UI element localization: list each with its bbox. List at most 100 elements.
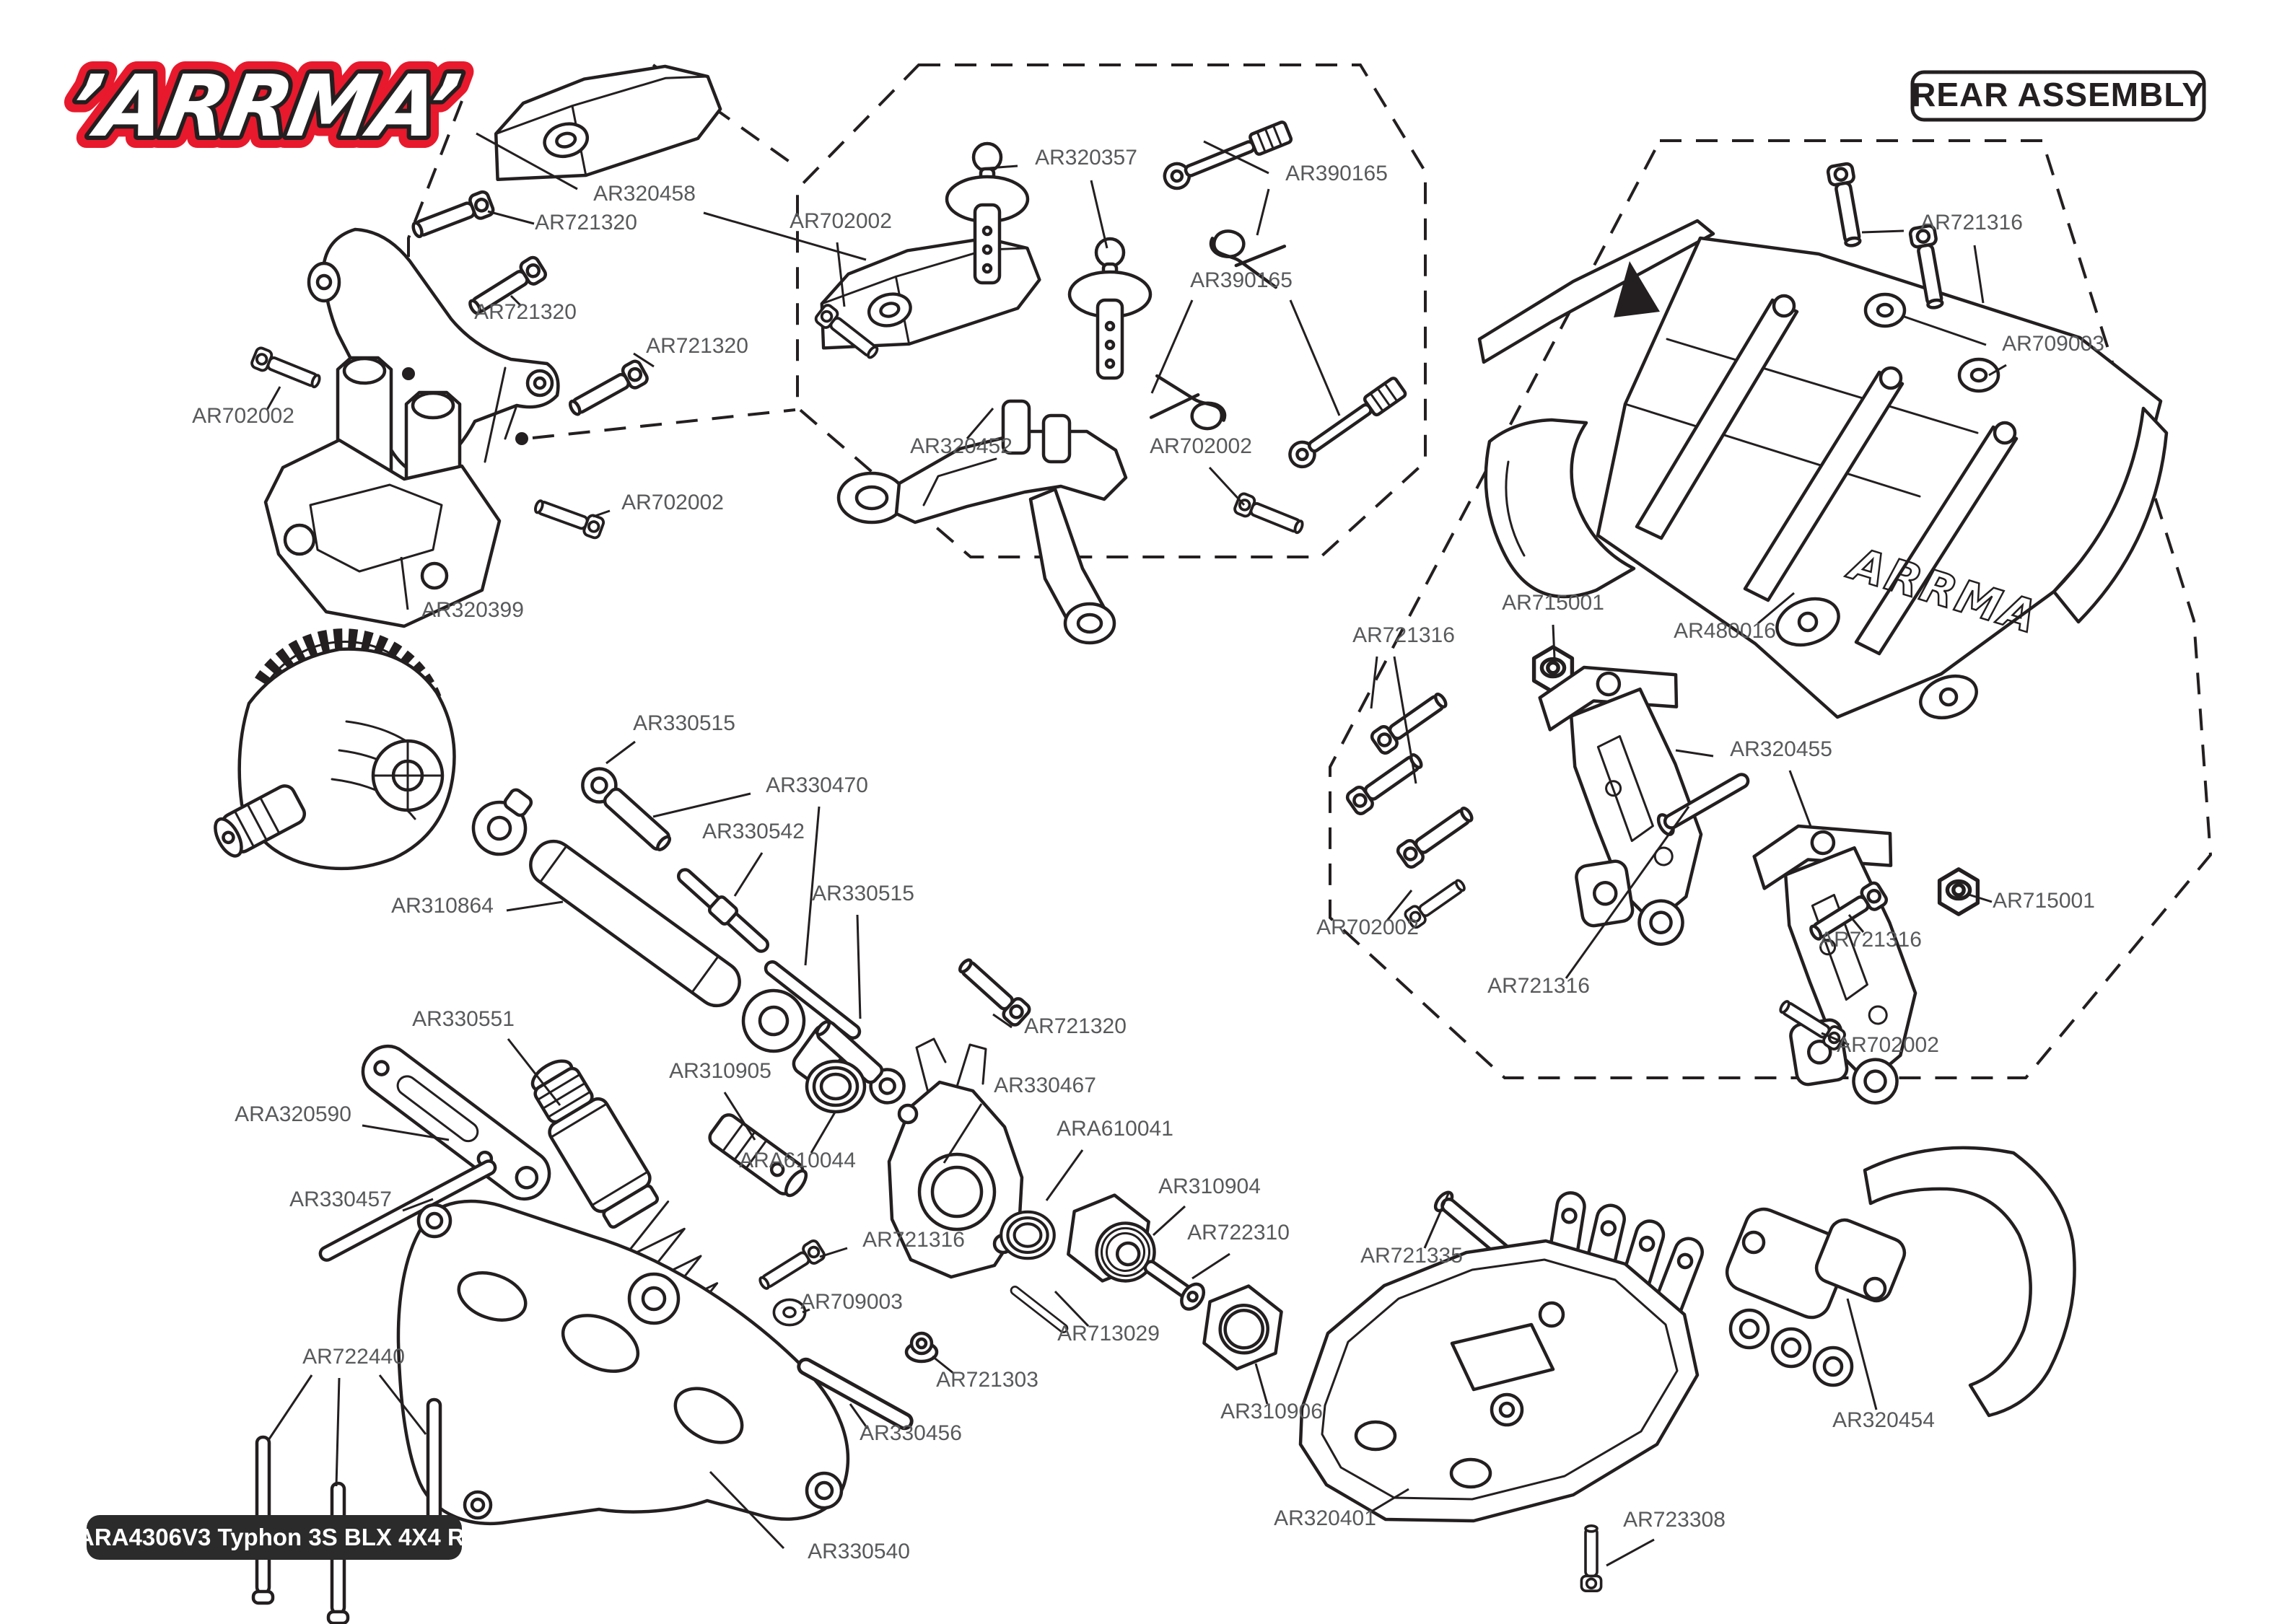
part-label: AR320357	[1035, 146, 1137, 170]
part-label: AR721316	[1920, 211, 2023, 234]
part-label: AR702002	[1316, 916, 1419, 939]
part-screw-AR721316	[1345, 749, 1426, 816]
leader-line	[1386, 890, 1413, 921]
part-differential	[214, 628, 456, 871]
leader-line	[506, 900, 564, 912]
part-link-AR390165-a	[1161, 120, 1293, 192]
part-label: AR722440	[302, 1345, 405, 1369]
leader-line	[802, 1308, 810, 1314]
leader-line	[362, 1124, 450, 1141]
part-label: AR715001	[1993, 889, 2095, 913]
part-label: AR310906	[1220, 1400, 1323, 1423]
leader-line	[979, 164, 1018, 170]
leader-line	[1675, 749, 1714, 758]
part-label: AR330542	[702, 820, 805, 843]
part-label: AR330515	[812, 882, 914, 905]
leader-line	[943, 1103, 983, 1164]
part-label: AR702002	[1837, 1033, 1939, 1057]
part-label: AR721316	[1487, 974, 1590, 998]
part-label: ARA610044	[739, 1149, 856, 1172]
part-label: AR330467	[994, 1074, 1096, 1097]
part-label: AR320455	[1730, 737, 1832, 761]
part-screw-AR702002	[249, 345, 324, 394]
part-wing-AR480016: ARRMA	[1477, 219, 2169, 720]
leader-line	[335, 1377, 341, 1487]
part-label: AR702002	[1150, 434, 1252, 458]
part-bearing-ARA610041	[1001, 1212, 1054, 1258]
leader-line	[402, 1198, 434, 1212]
part-label: AR330540	[808, 1540, 910, 1563]
leader-line	[1393, 656, 1417, 784]
part-nut-AR310906	[1201, 1281, 1284, 1374]
leader-line	[804, 806, 821, 966]
leader-line	[1090, 180, 1108, 249]
part-coupler-AR310905	[708, 1113, 808, 1198]
part-rod-end-AR330515	[576, 762, 678, 858]
part-body-mount-AR320458-a	[479, 49, 728, 196]
leader-line	[1606, 1538, 1655, 1567]
model-badge: C-ARA4306V3 Typhon 3S BLX 4X4 RTR	[52, 1515, 497, 1560]
leader-line	[507, 1038, 561, 1106]
part-label: AR721320	[535, 211, 637, 234]
part-label: AR702002	[790, 209, 892, 233]
leader-line	[1846, 1298, 1878, 1410]
part-screw-AR723308	[1580, 1524, 1603, 1592]
part-label: AR320399	[421, 598, 524, 622]
leader-line	[633, 352, 655, 368]
leader-line	[819, 1247, 848, 1258]
part-body-post-AR320357-b	[1070, 239, 1150, 378]
leader-line	[1821, 1032, 1850, 1046]
part-screw-AR721320	[566, 359, 649, 421]
part-bumper-AR320454	[1725, 1146, 2076, 1418]
leader-line	[1565, 806, 1690, 979]
brand-logo: ’ARRMA’ ’ARRMA’	[48, 45, 477, 169]
leader-line	[849, 1403, 869, 1429]
part-washer-AR709003	[1866, 294, 1905, 326]
leader-line	[1902, 315, 1987, 346]
leader-line	[1256, 188, 1270, 236]
part-label: AR330457	[289, 1188, 392, 1211]
leader-line	[605, 740, 636, 765]
part-label: AR702002	[192, 404, 294, 428]
part-link-AR390165-b	[1285, 376, 1407, 472]
leader-line	[932, 1355, 955, 1375]
part-label: AR721316	[1819, 928, 1922, 952]
leader-line	[1289, 299, 1341, 416]
leader-line	[1045, 1149, 1084, 1201]
leader-line	[810, 1110, 837, 1154]
part-pin-AR330542	[673, 864, 773, 957]
leader-line	[1191, 1252, 1230, 1280]
part-screw-AR722310	[1139, 1253, 1208, 1313]
leader-line	[1861, 229, 1905, 234]
wing-arrow-icon	[1614, 261, 1660, 317]
part-label: AR320458	[593, 182, 696, 206]
part-label: AR709003	[2002, 332, 2104, 356]
part-hinge-pin-AR330457	[318, 1159, 497, 1262]
leader-line	[1208, 466, 1246, 506]
part-body-clip-AR390165-b	[1150, 376, 1228, 431]
part-screw-AR721320	[410, 190, 495, 242]
leader-line	[992, 1013, 1013, 1029]
leader-line	[1152, 1205, 1186, 1237]
part-label: AR390165	[1190, 268, 1293, 292]
leader-line	[836, 242, 846, 307]
leader-line	[267, 1374, 313, 1441]
leader-line	[266, 386, 281, 411]
brand-logo-text: ’ARRMA’	[61, 58, 465, 157]
part-screw-AR702002	[1232, 491, 1307, 540]
part-label: AR702002	[621, 491, 724, 514]
leader-line	[1552, 624, 1556, 659]
boundary-dot-marker	[515, 432, 528, 445]
part-label: AR320452	[910, 434, 1013, 458]
assembly-title: REAR ASSEMBLY	[1910, 70, 2206, 122]
leader-line	[1054, 1290, 1090, 1327]
cluster-rear-skid	[1298, 1146, 2076, 1592]
part-skid-plate-AR320401	[1298, 1191, 1704, 1523]
part-label: AR320401	[1274, 1506, 1376, 1530]
part-label: AR330515	[633, 711, 735, 735]
part-label: AR330456	[860, 1421, 962, 1445]
part-label: AR713029	[1057, 1322, 1160, 1346]
leader-line	[723, 1092, 756, 1141]
part-screw-AR721316	[754, 1237, 828, 1295]
